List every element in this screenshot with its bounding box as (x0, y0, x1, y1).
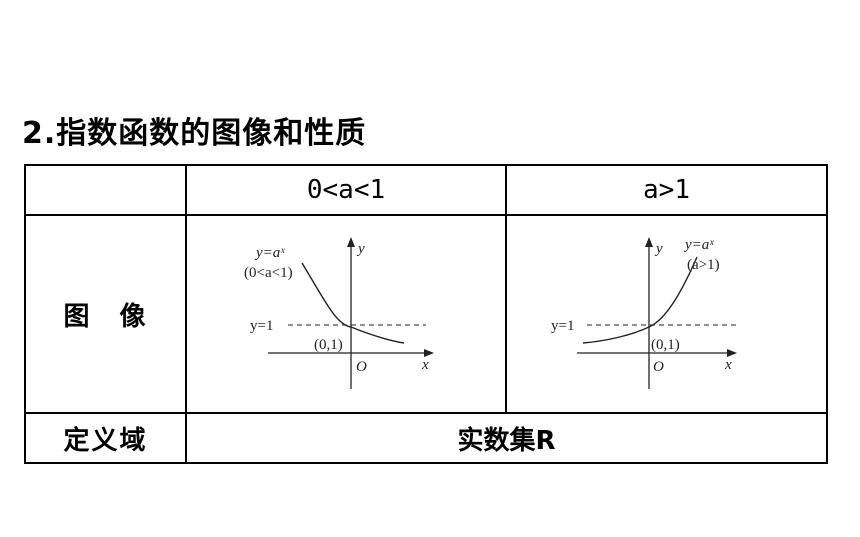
y-axis-arrow-icon (644, 237, 653, 247)
table-header-row: 0<a<1 a>1 (24, 164, 828, 216)
increasing-curve (582, 256, 698, 344)
point-label: (0,1) (651, 337, 680, 353)
y-axis-arrow-icon (347, 237, 355, 247)
graph-cell-increasing: y=aˣ (a>1) y=1 (0,1) O x y (505, 214, 828, 414)
header-cell-a-less-than-1: 0<a<1 (185, 164, 507, 216)
graph-decreasing-exponential: y=aˣ (0<a<1) y=1 (0,1) O x y (244, 237, 434, 389)
table-row-domain: 定义域 实数集R (24, 412, 828, 464)
function-label: y=aˣ (254, 245, 285, 261)
table-row-graph: 图 像 y=aˣ (0<a<1) y=1 (0,1) O x y (24, 214, 828, 414)
function-label: y=aˣ (683, 237, 714, 253)
y-label: y (356, 241, 365, 257)
graph-increasing-exponential: y=aˣ (a>1) y=1 (0,1) O x y (551, 237, 737, 389)
row-label-domain: 定义域 (24, 412, 187, 464)
x-label: x (421, 357, 429, 373)
condition-label: (a>1) (687, 257, 720, 273)
graph-cell-decreasing: y=aˣ (0<a<1) y=1 (0,1) O x y (185, 214, 507, 414)
condition-label: (0<a<1) (244, 265, 293, 281)
decreasing-curve (301, 262, 405, 344)
x-axis-arrow-icon (726, 349, 737, 357)
section-title: 2.指数函数的图像和性质 (22, 116, 367, 151)
origin-label: O (653, 359, 664, 375)
x-label: x (724, 357, 732, 373)
header-cell-a-greater-than-1: a>1 (505, 164, 828, 216)
asymptote-label: y=1 (551, 318, 574, 334)
x-axis-arrow-icon (424, 349, 434, 357)
exponential-properties-table: 0<a<1 a>1 图 像 y=aˣ (0<a<1) y=1 (0,1) O (24, 164, 828, 464)
header-cell-empty (24, 164, 187, 216)
row-label-graph: 图 像 (24, 214, 187, 414)
origin-label: O (356, 359, 367, 375)
y-label: y (654, 241, 663, 257)
domain-value: 实数集R (185, 412, 828, 464)
point-label: (0,1) (314, 337, 343, 353)
asymptote-label: y=1 (250, 318, 273, 334)
